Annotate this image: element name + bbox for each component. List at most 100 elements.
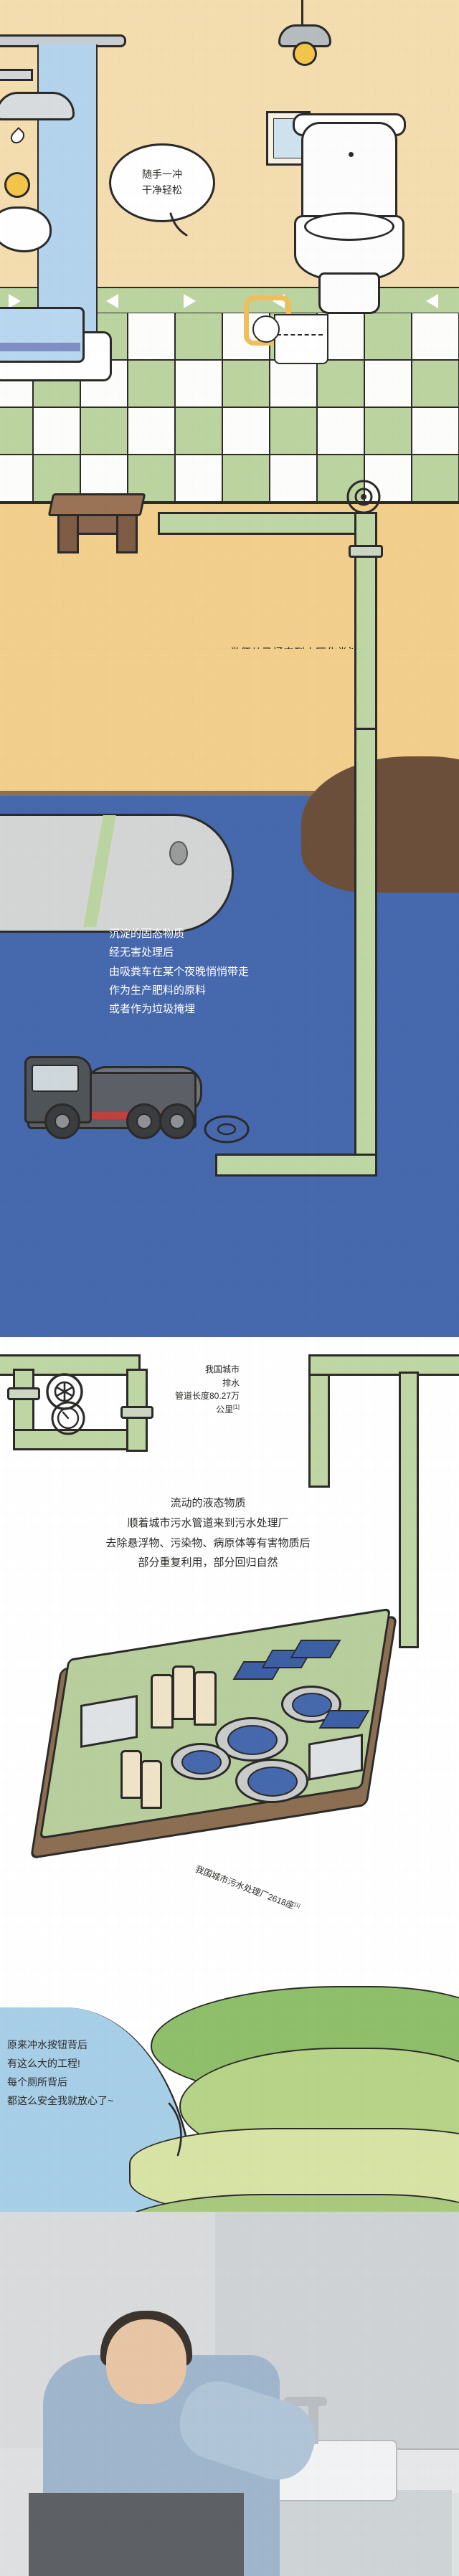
- stool-leg: [116, 509, 138, 553]
- handwash-photo: [0, 2212, 459, 2576]
- wall-tile: [0, 407, 33, 455]
- bubble-top-line2: 干净轻松: [142, 184, 182, 196]
- wall-tile: [222, 455, 270, 502]
- steam-cloud-icon: [0, 206, 52, 252]
- septic-outflow-pipe-horizontal: [215, 1154, 377, 1177]
- sewage-truck-window: [32, 1065, 79, 1092]
- caption-liquid-line2: 顺着城市污水管道来到污水处理厂: [127, 1516, 289, 1529]
- wooden-stool-top: [47, 493, 146, 516]
- digester-silo: [194, 1671, 217, 1726]
- footnote-marker: [1]: [293, 1902, 301, 1909]
- toilet-paper-perforation: [277, 334, 323, 336]
- sewage-truck-stripe: [29, 1112, 192, 1119]
- truck-wheel: [159, 1103, 195, 1139]
- wall-tile: [412, 455, 459, 502]
- wall-tile: [364, 313, 412, 360]
- wall-tile: [175, 313, 222, 360]
- lamp-bulb-icon: [293, 42, 317, 66]
- septic-inflow-pipe: [354, 649, 377, 732]
- caption-solid-line5: 或者作为垃圾掩埋: [109, 1003, 196, 1015]
- floor-edge-line: [0, 502, 459, 504]
- wall-tile: [175, 455, 222, 502]
- shower-arm: [0, 69, 33, 81]
- bubble-top-line1: 随手一冲: [142, 168, 182, 181]
- flush-button-icon[interactable]: [349, 152, 354, 157]
- network-pipe-right-h: [308, 1354, 459, 1376]
- stat-pipeline-line3: 管道长度80.27万: [174, 1391, 240, 1402]
- wall-tile: [128, 313, 175, 360]
- speech-bubble-tail: [169, 212, 188, 237]
- suction-hose-icon: [204, 1115, 250, 1144]
- wall-tile: [317, 407, 364, 455]
- person-pants: [29, 2493, 244, 2576]
- wall-tile: [270, 360, 317, 407]
- pipe-gauge-icon: [346, 480, 381, 514]
- arrow-triangle-right-icon: [184, 294, 196, 308]
- wall-tile: [364, 455, 412, 502]
- wall-tile: [80, 407, 128, 455]
- bathroom-scene: 随手一冲 干净轻松: [0, 0, 459, 649]
- sedimentation-tank: [171, 1743, 231, 1780]
- wall-tile: [222, 407, 270, 455]
- caption-liquid: 流动的液态物质 顺着城市污水管道来到污水处理厂 去除悬浮物、污染物、病原体等有害…: [7, 1493, 409, 1573]
- wall-tile: [270, 455, 317, 502]
- digester-silo: [141, 1760, 162, 1809]
- pressure-gauge-icon: [51, 1401, 85, 1435]
- dirt-mound: [301, 756, 459, 893]
- wall-tile: [412, 313, 459, 360]
- stat-pipeline-line4: 公里[1]: [75, 1403, 240, 1417]
- stat-pipeline-line1: 我国城市: [204, 1364, 240, 1374]
- toilet-paper-roll: [252, 315, 280, 343]
- network-pipe-right: [308, 1354, 330, 1488]
- bubble-bottom-line1: 原来冲水按钮背后: [7, 2039, 87, 2050]
- speech-bubble-bottom-tail: [168, 2102, 182, 2157]
- digester-silo: [172, 1665, 195, 1720]
- lamp-cord: [301, 0, 303, 27]
- caption-liquid-line3: 去除悬浮物、污染物、病原体等有害物质后: [105, 1536, 311, 1549]
- digester-silo: [120, 1750, 142, 1799]
- bubble-bottom-line2: 有这么大的工程!: [7, 2057, 80, 2069]
- sedimentation-tank: [235, 1759, 308, 1803]
- stat-pipeline-unit: 公里: [216, 1404, 234, 1415]
- arrow-triangle-right-icon: [9, 294, 21, 308]
- hanging-towel: [0, 307, 85, 363]
- wall-tile: [0, 455, 33, 502]
- truck-wheel: [126, 1103, 162, 1139]
- septic-tank-port: [169, 841, 188, 865]
- toilet-pedestal: [318, 272, 380, 314]
- wall-tile: [33, 407, 80, 455]
- wall-tile: [128, 407, 175, 455]
- footnote-marker: [1]: [233, 1403, 240, 1410]
- arrow-triangle-left-icon: [106, 294, 118, 308]
- sedimentation-tank: [215, 1717, 288, 1762]
- caption-solid-line2: 经无害处理后: [109, 946, 174, 959]
- wall-tile: [128, 360, 175, 407]
- stat-pipeline-callout: 我国城市 排水 管道长度80.27万 公里[1]: [75, 1363, 240, 1416]
- caption-liquid-line4: 部分重复利用，部分回归自然: [138, 1556, 278, 1569]
- wall-tile: [412, 407, 459, 455]
- pipe-joint: [7, 1387, 40, 1400]
- arrow-triangle-left-icon: [426, 294, 438, 308]
- stool-leg: [57, 509, 79, 553]
- speech-bubble-top: 随手一冲 干净轻松: [109, 143, 215, 222]
- toilet-seat: [304, 212, 394, 241]
- bubble-bottom-line4: 都这么安全我就放心了~: [7, 2094, 114, 2106]
- caption-liquid-line1: 流动的液态物质: [170, 1497, 246, 1509]
- wall-tile: [222, 360, 270, 407]
- towel-stripe: [0, 343, 80, 351]
- truck-wheel: [44, 1103, 80, 1139]
- wall-tile: [412, 360, 459, 407]
- wall-tile: [175, 407, 222, 455]
- plant-feed-pipe: [399, 1372, 419, 1648]
- plant-caption: 我国城市污水处理厂2618座[1]: [194, 1863, 301, 1914]
- shower-knob-icon[interactable]: [4, 172, 30, 198]
- wall-tile: [364, 360, 412, 407]
- wall-tile: [364, 407, 412, 455]
- caption-solid-line1: 沉淀的固态物质: [109, 928, 185, 940]
- plant-caption-prefix: 我国城市污水处理厂: [194, 1863, 270, 1901]
- pipe-joint: [120, 1406, 153, 1419]
- caption-solid-line3: 由吸粪车在某个夜晚悄悄带走: [109, 965, 250, 978]
- stat-pipeline-line2: 排水: [222, 1377, 240, 1388]
- toilet-drain-pipe-horizontal: [158, 512, 377, 535]
